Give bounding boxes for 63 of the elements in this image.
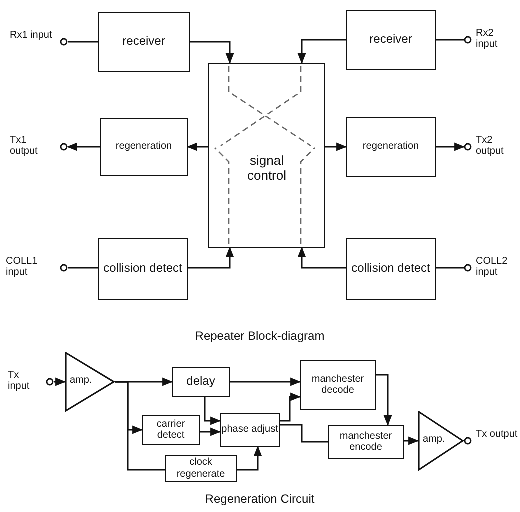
connector-line — [186, 142, 208, 152]
connector-line — [200, 428, 222, 436]
block-box — [346, 238, 436, 300]
connector-line — [190, 41, 234, 64]
connector-line — [376, 374, 392, 426]
block-label: regeneration — [362, 141, 420, 153]
terminal-label: Tx output — [476, 430, 518, 440]
connector-line — [298, 246, 346, 269]
block-label: collision detect — [352, 262, 430, 276]
block-label: regeneration — [116, 141, 172, 153]
connector-line — [237, 446, 262, 471]
block-label: manchester decode — [310, 374, 366, 396]
connector-line — [436, 39, 464, 41]
caption: Regeneration Circuit — [205, 492, 315, 506]
connector-line — [280, 424, 328, 443]
terminal — [10, 135, 68, 159]
terminal-label: Tx1 output — [10, 136, 39, 157]
amplifier-triangle — [65, 352, 115, 412]
block-label: manchester encode — [338, 430, 394, 454]
terminal-label: COLL2 input — [476, 257, 509, 278]
block-box — [328, 425, 404, 459]
block-box — [98, 12, 190, 72]
block-box — [346, 10, 436, 70]
connector-line — [325, 142, 348, 152]
block-label: receiver — [122, 35, 166, 49]
block-box — [100, 118, 188, 176]
block-label: amp. — [423, 434, 446, 445]
terminal-label: Rx1 input — [10, 31, 54, 42]
connector-line — [404, 436, 420, 446]
terminal-label: Rx2 input — [476, 29, 499, 50]
block-box — [300, 360, 376, 410]
block-label: phase adjust — [222, 424, 278, 436]
terminal-label: Tx input — [8, 371, 31, 392]
connector-line — [436, 267, 464, 269]
amplifier-triangle — [418, 411, 464, 471]
connector-line — [66, 142, 100, 152]
connector-line — [280, 392, 302, 422]
block-box — [165, 455, 237, 482]
block-label: receiver — [370, 33, 412, 47]
block-label: delay — [186, 375, 216, 389]
terminal — [8, 370, 54, 394]
block-label: collision detect — [104, 262, 182, 276]
block-label: amp. — [70, 375, 92, 386]
terminal — [6, 256, 68, 280]
connector-line — [68, 267, 98, 269]
connector-line — [115, 381, 165, 471]
block-box — [220, 413, 280, 447]
connector-line — [230, 378, 302, 386]
connector-line — [298, 39, 346, 64]
terminal-label: COLL1 input — [6, 257, 39, 278]
block-box — [142, 415, 200, 445]
connector-line — [436, 142, 466, 152]
caption: Repeater Block-diagram — [195, 329, 325, 343]
connector-line — [68, 41, 98, 43]
block-box — [346, 117, 436, 177]
block-box — [98, 238, 188, 300]
block-label: carrier detect — [156, 418, 186, 442]
block-label: clock regenerate — [176, 457, 226, 480]
connector-line — [54, 378, 66, 386]
connector-line — [188, 246, 234, 269]
connector-line — [204, 397, 222, 426]
terminal-label: Tx2 output — [476, 136, 505, 157]
block-box — [172, 367, 230, 397]
